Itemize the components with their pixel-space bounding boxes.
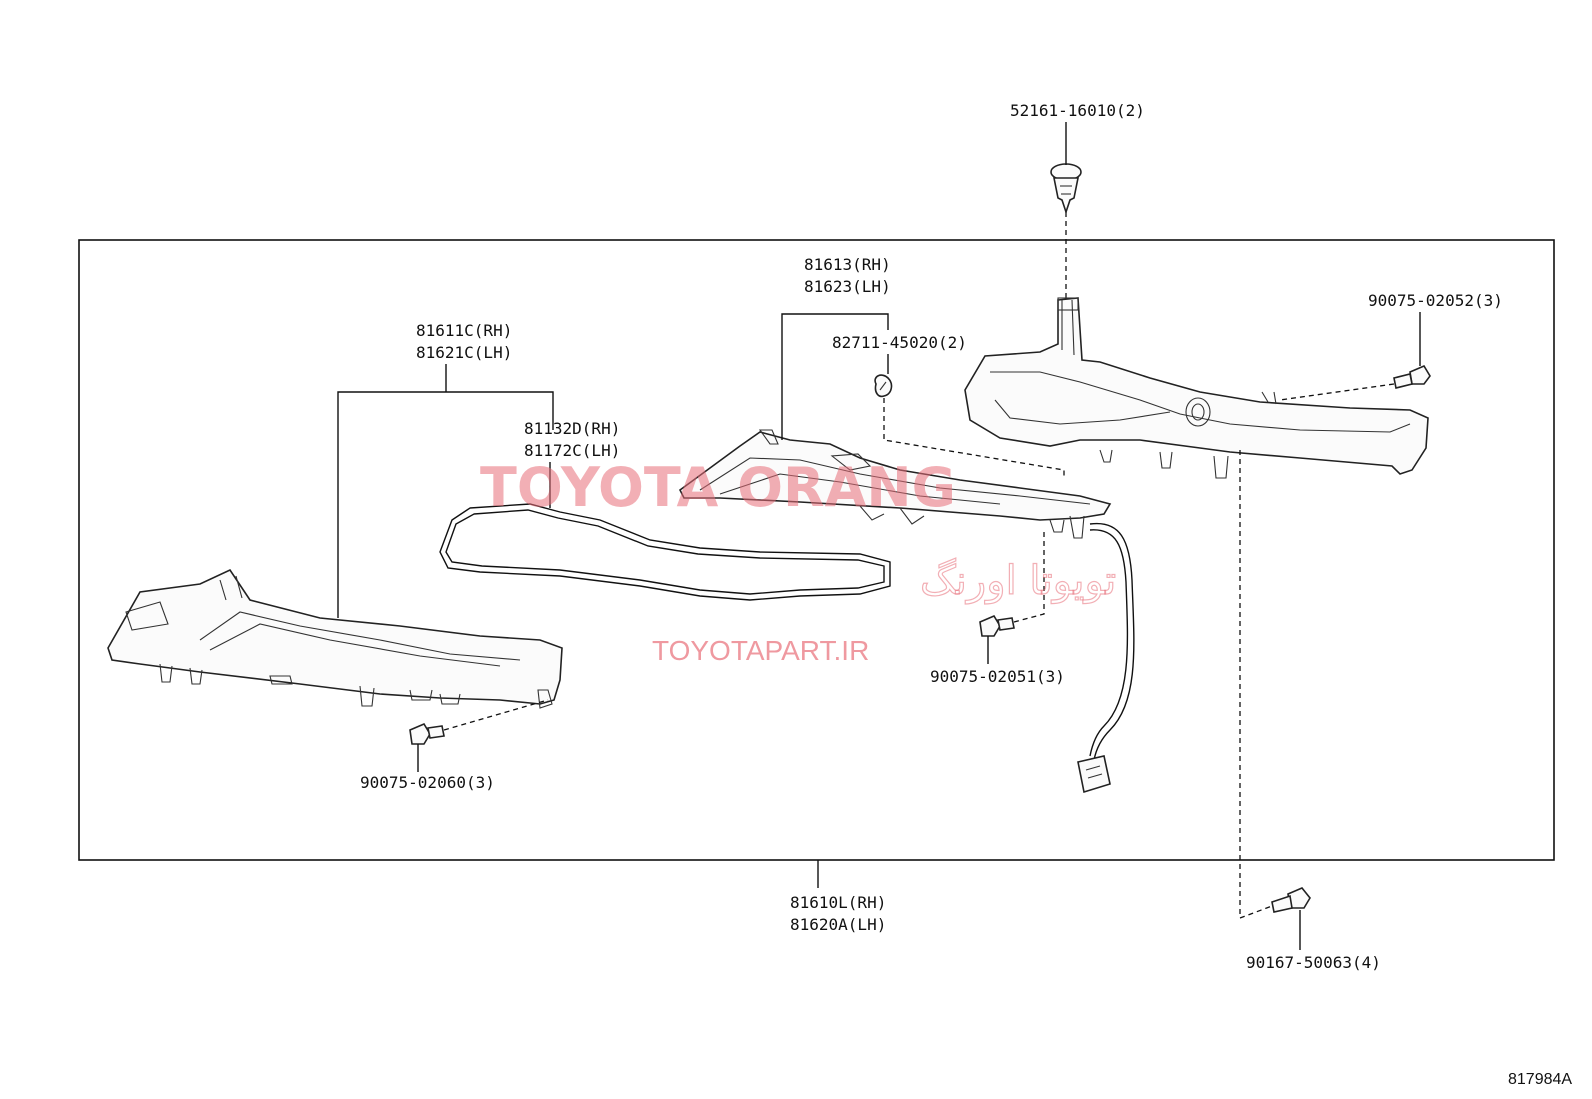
- upper-housing-part: [964, 297, 1429, 479]
- clip-part: [1050, 163, 1082, 215]
- label-bracket-lh: 81623(LH): [804, 277, 891, 296]
- label-screw-middle: 90075-02051(3): [930, 667, 1065, 686]
- label-bracket-rh: 81613(RH): [804, 255, 891, 274]
- assembly-frame: [78, 239, 1555, 861]
- label-screw-right: 90075-02052(3): [1368, 291, 1503, 310]
- label-gasket-rh: 81132D(RH): [524, 419, 620, 438]
- watermark-site: TOYOTAPART.IR: [652, 635, 869, 666]
- clamp-part: [874, 374, 893, 398]
- label-assembly-rh: 81610L(RH): [790, 893, 886, 912]
- label-clip-top: 52161-16010(2): [1010, 101, 1145, 120]
- watermark-brand: TOYOTA ORANG: [480, 456, 956, 519]
- label-gasket-lh: 81172C(LH): [524, 441, 620, 460]
- label-bolt-bottom: 90167-50063(4): [1246, 953, 1381, 972]
- bolt-bottom-part: [1271, 887, 1311, 913]
- label-housing-lh: 81621C(LH): [416, 343, 512, 362]
- watermark-persian: تویوتا اورنگ: [920, 558, 1116, 604]
- bracket-part: [678, 429, 1112, 539]
- reference-code: 817984A: [1508, 1071, 1572, 1088]
- left-housing-part: [107, 568, 563, 709]
- label-housing-rh: 81611C(RH): [416, 321, 512, 340]
- wire-harness-part: [1077, 522, 1135, 794]
- screw-left-part: [409, 722, 445, 745]
- label-assembly-lh: 81620A(LH): [790, 915, 886, 934]
- screw-middle-part: [979, 614, 1015, 637]
- label-clamp: 82711-45020(2): [832, 333, 967, 352]
- screw-right-part: [1393, 364, 1431, 389]
- gasket-part: [439, 503, 891, 601]
- label-screw-left: 90075-02060(3): [360, 773, 495, 792]
